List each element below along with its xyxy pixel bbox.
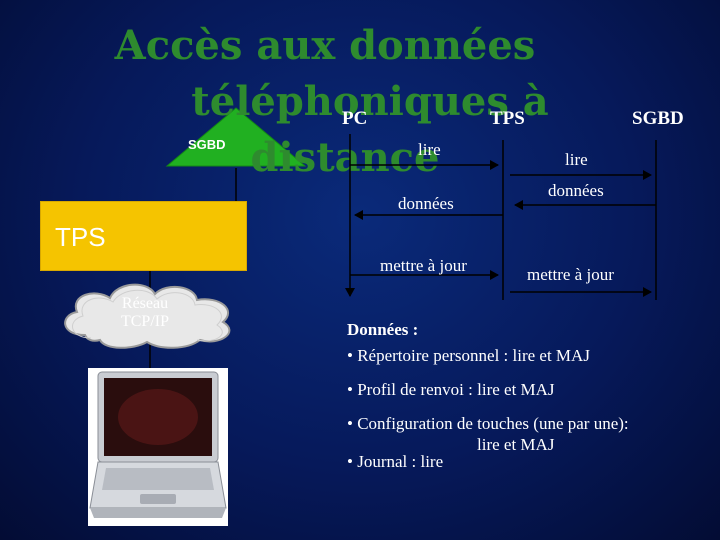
title-line-1: Accès aux données [114,22,536,69]
tps-box-label: TPS [55,222,106,252]
title-line-3: distance [250,134,440,181]
label-pc-read: lire [418,140,441,159]
note-item: • Configuration de touches (une par une)… [347,414,629,433]
sgbd-label: SGBD [188,137,226,152]
column-pc: PC [342,108,368,129]
laptop-image [88,368,228,526]
slide-title: Accès aux données téléphoniques à distan… [0,18,720,186]
sgbd-triangle [165,107,307,167]
network-line-2: TCP/IP [120,313,169,330]
laptop-icon [89,371,227,518]
notes-heading: Données : [347,320,419,339]
title-line-2: téléphoniques à [191,78,549,125]
tps-box: TPS [40,201,247,271]
network-cloud-label: Réseau TCP/IP [100,295,190,331]
column-tps: TPS [490,108,525,129]
label-tps-update: mettre à jour [527,265,614,284]
label-tps-read: lire [565,150,588,169]
note-item: • Répertoire personnel : lire et MAJ [347,346,590,365]
network-line-1: Réseau [121,295,169,312]
column-sgbd: SGBD [632,108,684,129]
note-item-continuation: lire et MAJ [477,435,555,454]
note-item: • Profil de renvoi : lire et MAJ [347,380,555,399]
label-pc-data: données [398,194,454,213]
label-pc-update: mettre à jour [380,256,467,275]
note-item: • Journal : lire [347,452,444,471]
label-tps-data: données [548,181,604,200]
network-cloud [64,283,231,349]
